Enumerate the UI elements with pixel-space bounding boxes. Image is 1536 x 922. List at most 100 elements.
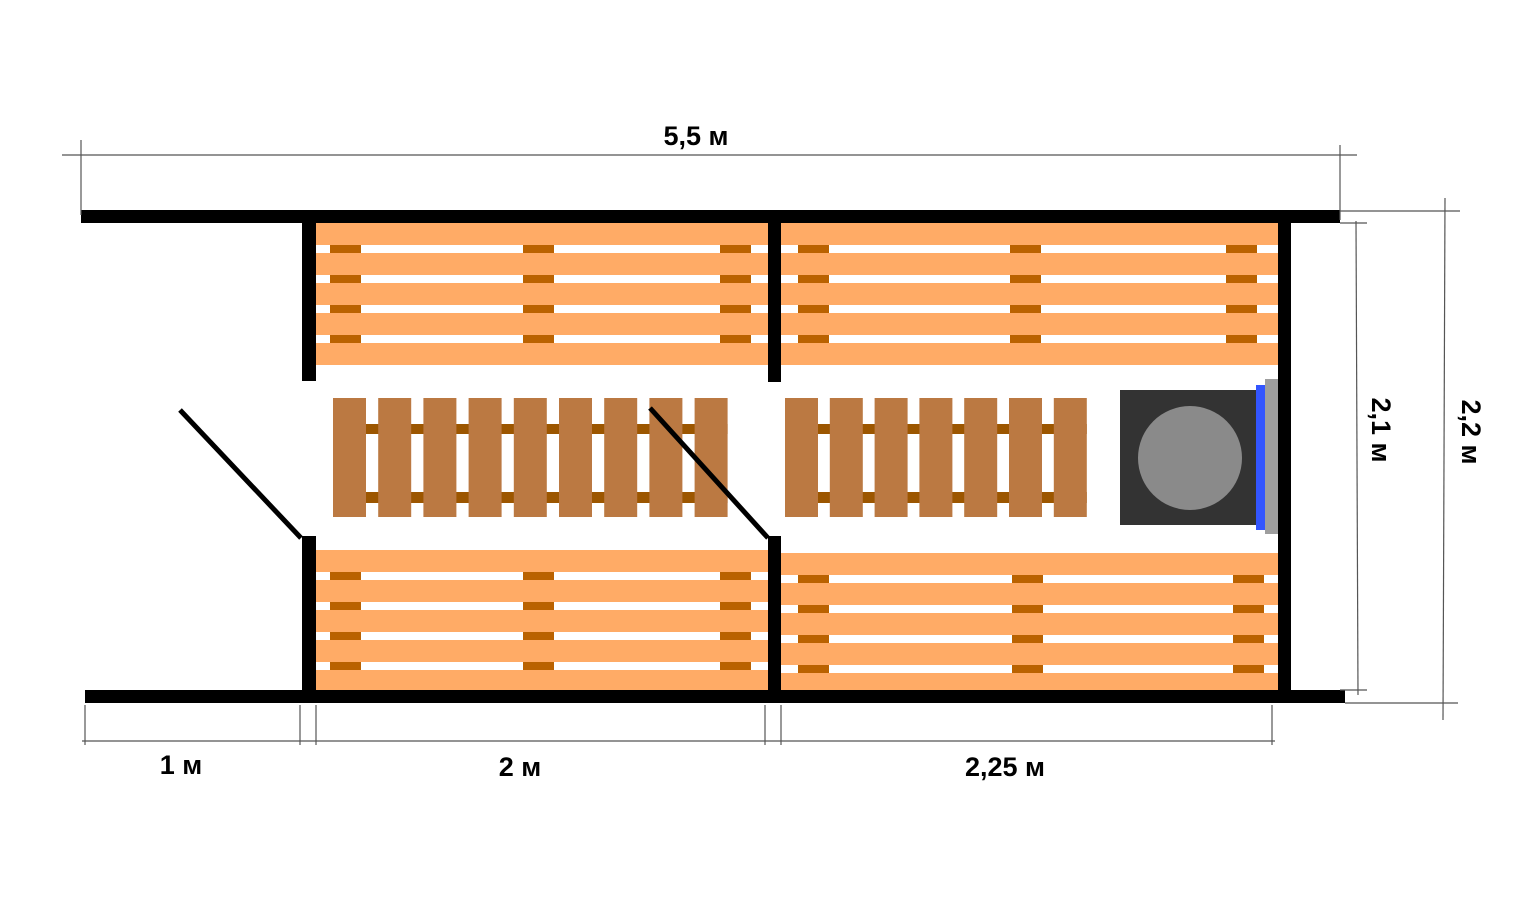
wall-partition-2-top xyxy=(768,223,781,382)
bench-support xyxy=(1010,275,1041,283)
bench-plank xyxy=(316,580,768,602)
dim-inner-width: 2,1 м xyxy=(1366,397,1396,462)
bench-support xyxy=(798,575,829,583)
stove-glass xyxy=(1256,385,1265,530)
door-1 xyxy=(178,408,303,540)
bench-support xyxy=(523,602,554,610)
bench-support xyxy=(523,335,554,343)
floor-slat xyxy=(378,398,412,517)
floor-slat xyxy=(874,398,908,517)
bench-support xyxy=(1233,575,1264,583)
bench-plank xyxy=(316,610,768,632)
wall-partition-2-bottom xyxy=(768,536,781,690)
bench-plank xyxy=(316,343,768,365)
floor-slat xyxy=(333,398,366,517)
bench-support xyxy=(1226,245,1257,253)
bench-support xyxy=(798,275,829,283)
bench-support xyxy=(1012,605,1043,613)
bench-support xyxy=(523,305,554,313)
bench-plank xyxy=(781,223,1278,245)
floor-slat xyxy=(919,398,953,517)
bench-support xyxy=(798,245,829,253)
bench-plank xyxy=(781,673,1278,695)
floor-slat xyxy=(649,398,683,517)
dim-room2: 2,25 м xyxy=(965,752,1045,782)
bench-support xyxy=(720,275,751,283)
floor-slat xyxy=(1009,398,1042,517)
wall-top xyxy=(81,210,1340,223)
bench-support xyxy=(1233,635,1264,643)
bench-support xyxy=(720,572,751,580)
bench-plank xyxy=(316,640,768,662)
bench-support xyxy=(720,632,751,640)
floor-slat xyxy=(1053,398,1087,517)
bench-support xyxy=(798,605,829,613)
bench-support xyxy=(1233,665,1264,673)
bench-plank xyxy=(781,313,1278,335)
door-2 xyxy=(648,406,770,540)
floor-slat xyxy=(964,398,998,517)
floor-slat xyxy=(694,398,728,517)
bench-support xyxy=(1233,605,1264,613)
wall-right xyxy=(1278,223,1291,690)
bench-support xyxy=(798,665,829,673)
bench-plank xyxy=(781,283,1278,305)
bench-support xyxy=(1010,305,1041,313)
bench-support xyxy=(1226,335,1257,343)
bench-support xyxy=(330,305,361,313)
bench-plank xyxy=(781,553,1278,575)
bench-plank xyxy=(781,613,1278,635)
bench-support xyxy=(720,335,751,343)
bench-support xyxy=(1226,275,1257,283)
stove xyxy=(1120,379,1278,534)
bench-support xyxy=(1012,575,1043,583)
bench-support xyxy=(1010,245,1041,253)
bench-support xyxy=(523,572,554,580)
bench-support xyxy=(1012,665,1043,673)
bench-support xyxy=(720,662,751,670)
bench-support xyxy=(330,632,361,640)
dim-room1: 2 м xyxy=(499,752,542,782)
bench-plank xyxy=(316,253,768,275)
dim-vestibule: 1 м xyxy=(160,750,203,780)
bench-support xyxy=(523,632,554,640)
bench-support xyxy=(330,602,361,610)
bench-support xyxy=(523,245,554,253)
wall-partition-1-top xyxy=(302,223,316,381)
bench-support xyxy=(798,335,829,343)
walls xyxy=(81,210,1345,703)
bench-support xyxy=(330,275,361,283)
floor-slat xyxy=(559,398,592,517)
bench-support xyxy=(330,572,361,580)
bench-plank xyxy=(316,283,768,305)
floor-slat xyxy=(423,398,457,517)
stove-screen xyxy=(1265,379,1278,534)
dim-total-length: 5,5 м xyxy=(663,121,728,151)
bench-plank xyxy=(316,313,768,335)
bench-support xyxy=(330,335,361,343)
floor-slat xyxy=(829,398,863,517)
bench-plank xyxy=(781,343,1278,365)
benches xyxy=(316,223,1278,695)
wall-bottom xyxy=(85,690,1345,703)
stove-top-circle xyxy=(1138,406,1242,510)
floor-slat xyxy=(513,398,547,517)
bench-plank xyxy=(781,253,1278,275)
bench-support xyxy=(1226,305,1257,313)
bench-support xyxy=(798,305,829,313)
bench-support xyxy=(330,245,361,253)
bench-support xyxy=(798,635,829,643)
dimension-lines xyxy=(62,140,1460,745)
doors xyxy=(178,406,770,540)
floor-slat xyxy=(468,398,502,517)
bench-support xyxy=(330,662,361,670)
floor-slat xyxy=(604,398,638,517)
bench-support xyxy=(523,275,554,283)
bench-plank xyxy=(316,550,768,572)
floor-gratings xyxy=(333,398,1087,517)
wall-partition-1-bottom xyxy=(302,536,316,690)
floor-slat xyxy=(785,398,818,517)
bench-plank xyxy=(316,670,768,692)
dim-outer-width: 2,2 м xyxy=(1456,399,1486,464)
